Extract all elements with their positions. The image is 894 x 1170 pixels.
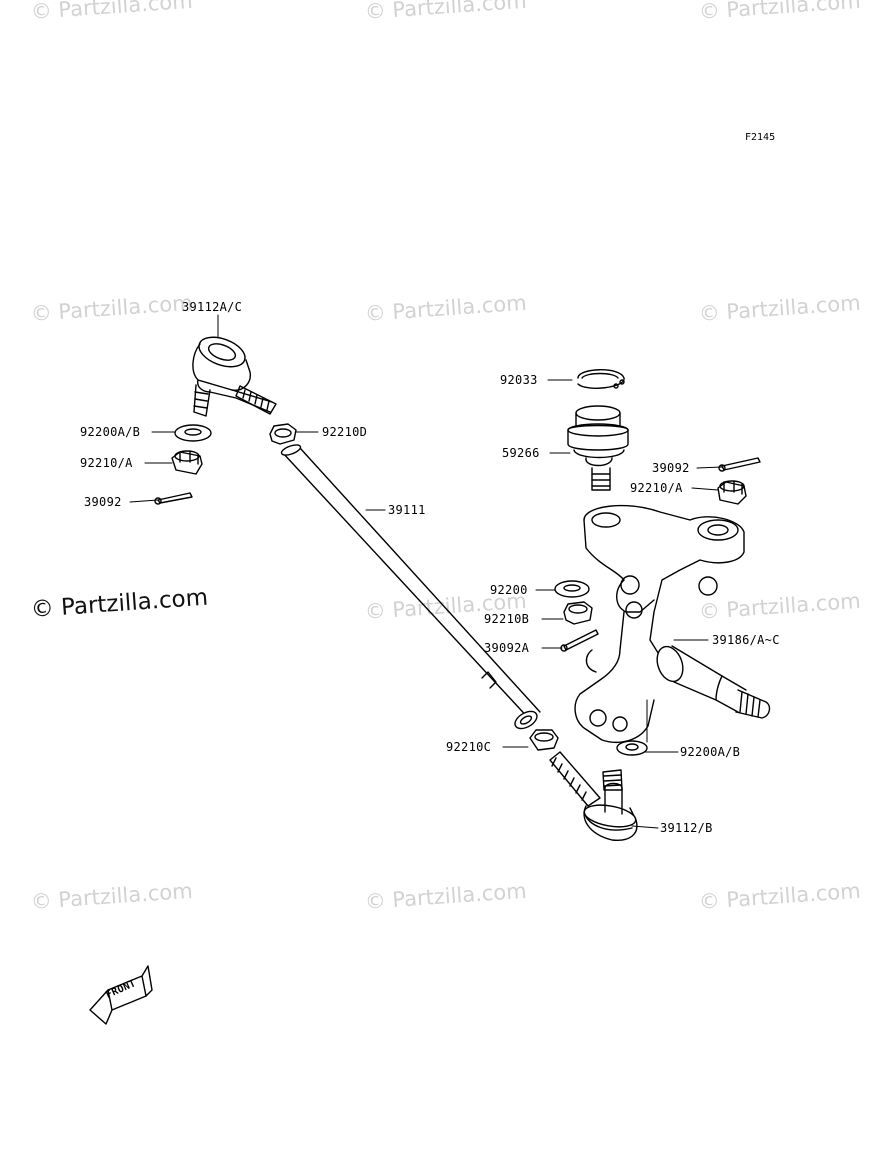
- part-label-92210a-left[interactable]: 92210/A: [80, 456, 133, 470]
- part-label-39092a[interactable]: 39092A: [484, 641, 530, 655]
- part-label-92200ab-right[interactable]: 92200A/B: [680, 745, 741, 759]
- castle-nut-left: [171, 450, 203, 475]
- part-label-92200[interactable]: 92200: [490, 583, 528, 597]
- part-label-92210a-right[interactable]: 92210/A: [630, 481, 683, 495]
- cotter-pin-right: [718, 457, 761, 472]
- front-arrow-icon: [89, 965, 153, 1025]
- circlip-92033: [577, 369, 625, 389]
- castle-nut-right: [717, 480, 747, 505]
- part-label-59266[interactable]: 59266: [502, 446, 540, 460]
- part-label-39186[interactable]: 39186/A~C: [712, 633, 780, 647]
- figure-code: F2145: [745, 132, 776, 143]
- cotter-pin-39092a: [560, 629, 599, 652]
- part-label-39092-left[interactable]: 39092: [84, 495, 122, 509]
- steering-knuckle: [574, 504, 771, 744]
- part-label-39092-right[interactable]: 39092: [652, 461, 690, 475]
- nut-92210b: [563, 601, 593, 625]
- part-label-92033[interactable]: 92033: [500, 373, 538, 387]
- nut-92210c: [529, 729, 559, 751]
- tie-rod-tube: [280, 444, 541, 730]
- tie-rod-end-left: [192, 336, 277, 417]
- washer-lower-right: [616, 740, 648, 756]
- washer-left: [174, 424, 212, 442]
- nut-92210d: [269, 423, 297, 445]
- part-label-39112b[interactable]: 39112/B: [660, 821, 713, 835]
- tie-rod-end-right: [549, 751, 638, 841]
- part-label-39111[interactable]: 39111: [388, 503, 426, 517]
- part-label-92210d[interactable]: 92210D: [322, 425, 368, 439]
- part-label-39112ac[interactable]: 39112A/C: [182, 300, 243, 314]
- cotter-pin-left: [154, 492, 193, 505]
- part-label-92210b[interactable]: 92210B: [484, 612, 530, 626]
- washer-92200: [554, 580, 590, 598]
- ball-joint-59266: [567, 405, 629, 491]
- part-label-92200ab-left[interactable]: 92200A/B: [80, 425, 141, 439]
- part-label-92210c[interactable]: 92210C: [446, 740, 492, 754]
